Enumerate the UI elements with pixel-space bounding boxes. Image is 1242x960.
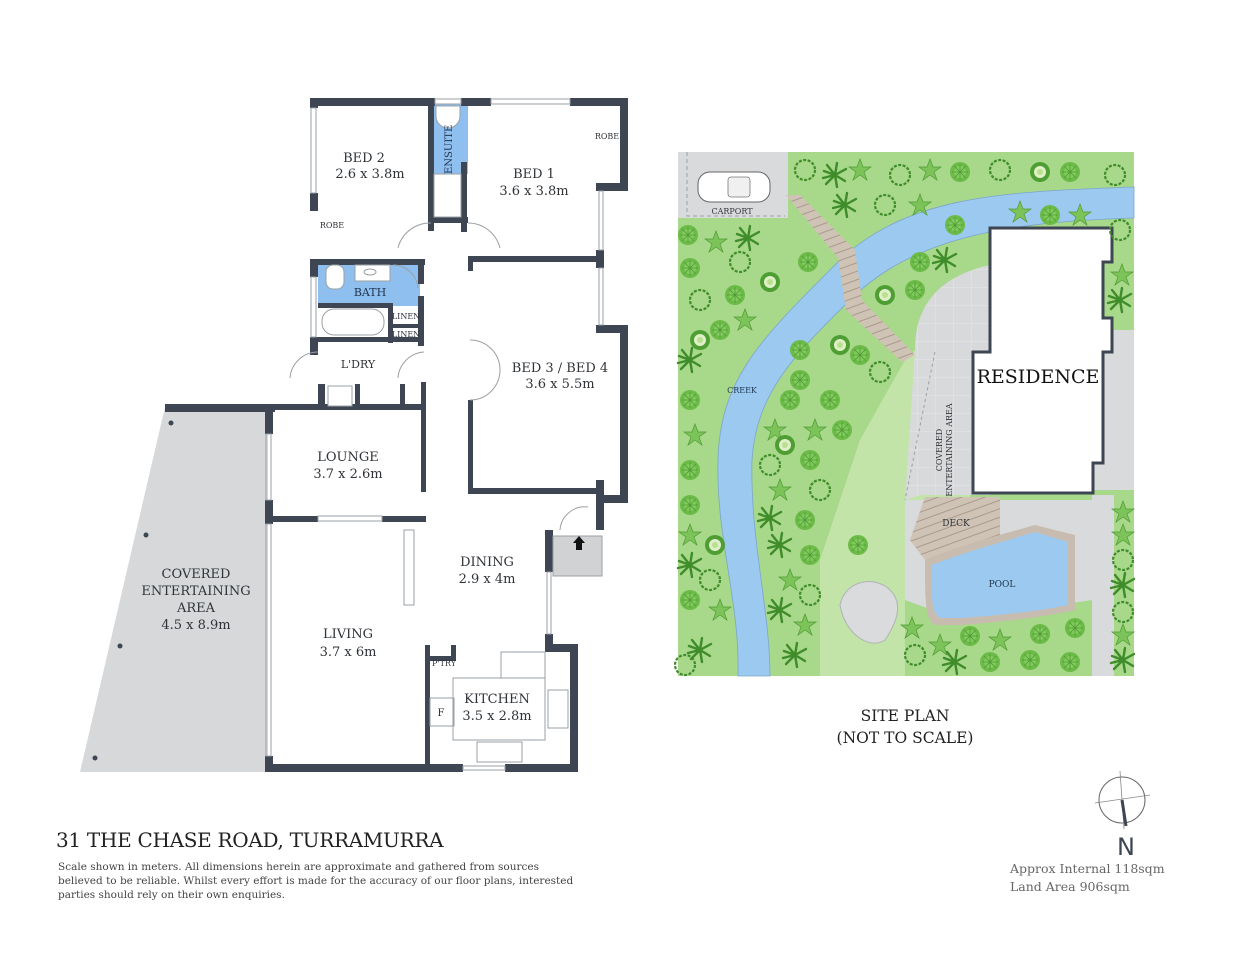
- room-dining-name: DINING: [460, 555, 514, 570]
- site-plan-caption-line2: (NOT TO SCALE): [836, 729, 974, 747]
- garden-path: [786, 195, 915, 362]
- north-label: N: [1117, 833, 1135, 861]
- floor-plan: BED 2 2.6 x 3.8m BED 1 3.6 x 3.8m BED 3 …: [80, 98, 628, 772]
- covered-entertaining-area: [80, 407, 268, 772]
- door-swings: [289, 222, 589, 531]
- property-address: 31 THE CHASE ROAD, TURRAMURRA: [56, 828, 444, 852]
- walls: [165, 98, 628, 772]
- linen2-label: LINEN: [392, 330, 420, 339]
- approx-internal-area: Approx Internal 118sqm: [1010, 861, 1165, 876]
- covered-area-size: 4.5 x 8.9m: [161, 618, 230, 633]
- laundry-label: L'DRY: [341, 358, 376, 371]
- room-bed2-size: 2.6 x 3.8m: [335, 167, 404, 182]
- room-living-name: LIVING: [323, 627, 373, 642]
- pool-label: POOL: [989, 580, 1016, 590]
- linen1-label: LINEN: [392, 312, 420, 321]
- covered-area-line2: ENTERTAINING: [141, 584, 250, 599]
- room-kitchen-size: 3.5 x 2.8m: [462, 709, 531, 724]
- area-summary: Approx Internal 118sqm Land Area 906sqm: [1010, 860, 1165, 896]
- room-bed3-name: BED 3 / BED 4: [512, 361, 608, 376]
- site-plan: CARPORT CREEK RESIDENCE COVERED ENTERTAI…: [673, 152, 1136, 677]
- room-bed1-size: 3.6 x 3.8m: [499, 184, 568, 199]
- residence-label: RESIDENCE: [977, 366, 1100, 388]
- car-icon: [697, 171, 771, 203]
- room-dining-size: 2.9 x 4m: [459, 572, 516, 587]
- site-plan-caption: SITE PLAN (NOT TO SCALE): [820, 705, 990, 749]
- room-living-size: 3.7 x 6m: [320, 645, 377, 660]
- room-lounge-size: 3.7 x 2.6m: [313, 467, 382, 482]
- room-kitchen-name: KITCHEN: [464, 692, 530, 707]
- room-bed2-name: BED 2: [343, 151, 385, 166]
- site-covered-label-1: COVERED: [935, 429, 944, 471]
- paving-area: [905, 265, 990, 500]
- disclaimer-text: Scale shown in meters. All dimensions he…: [58, 861, 574, 901]
- room-bed3-size: 3.6 x 5.5m: [525, 377, 594, 392]
- entry-arrow-icon: [573, 536, 585, 550]
- covered-area-line3: AREA: [176, 601, 216, 616]
- pool: [931, 532, 1068, 618]
- residence-building: [971, 226, 1114, 495]
- room-bed1-name: BED 1: [513, 167, 555, 182]
- ensuite-label: ENSUITE: [444, 125, 455, 174]
- room-lounge-name: LOUNGE: [317, 450, 379, 465]
- robe-bed1-label: ROBE: [595, 132, 619, 141]
- deck-label: DECK: [942, 519, 970, 529]
- land-area: Land Area 906sqm: [1010, 879, 1130, 894]
- fridge-label: F: [438, 708, 445, 719]
- robe-bed2-label: ROBE: [320, 221, 344, 230]
- site-covered-label-2: ENTERTAINING AREA: [945, 403, 954, 496]
- creek-label: CREEK: [727, 386, 758, 395]
- covered-area-line1: COVERED: [162, 567, 231, 582]
- site-plan-caption-line1: SITE PLAN: [860, 707, 950, 725]
- bath-label: BATH: [354, 286, 386, 299]
- pantry-label: P'TRY: [432, 659, 457, 668]
- fixtures: [321, 105, 569, 763]
- carport-label: CARPORT: [711, 207, 753, 216]
- windows: [265, 98, 604, 771]
- north-arrow-icon: N: [1094, 770, 1151, 861]
